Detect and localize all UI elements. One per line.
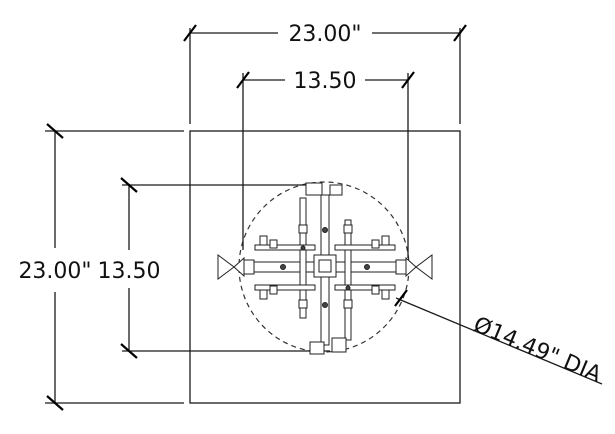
- dimension-outer-width: 23.00": [183, 22, 467, 124]
- dimension-inner-height: 13.50: [98, 177, 330, 359]
- diameter-label: Ø14.49" DIA: [470, 312, 605, 387]
- burner-assembly: [217, 182, 433, 355]
- dimension-outer-height: 23.00": [18, 123, 184, 411]
- base-square: [189, 130, 461, 404]
- inner-width-label: 13.50: [294, 69, 357, 94]
- inner-height-label: 13.50: [98, 259, 161, 284]
- outer-width-label: 23.00": [288, 22, 361, 47]
- dimension-inner-width: 13.50: [236, 69, 415, 258]
- dimension-diameter: Ø14.49" DIA: [394, 289, 605, 388]
- outer-height-label: 23.00": [18, 259, 91, 284]
